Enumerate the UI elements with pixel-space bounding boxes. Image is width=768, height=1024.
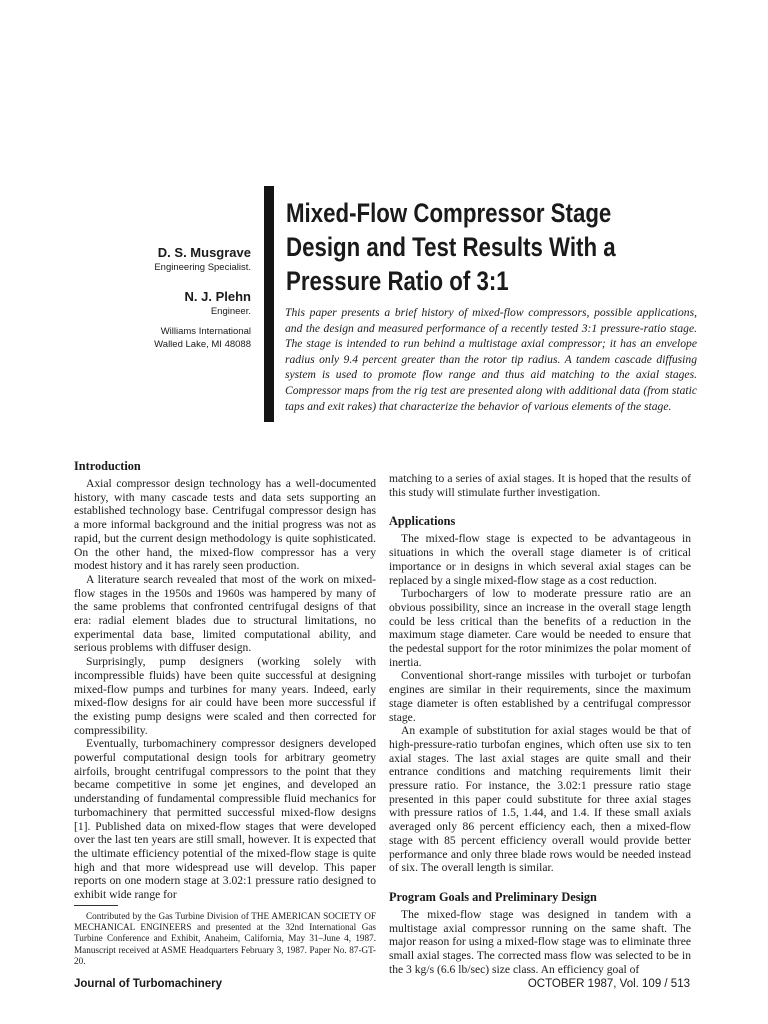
paragraph: An example of substitution for axial sta… bbox=[389, 724, 691, 875]
author-block: D. S. Musgrave Engineering Specialist. N… bbox=[60, 245, 251, 351]
footnote-rule bbox=[74, 905, 118, 906]
title-line-3: Pressure Ratio of 3:1 bbox=[286, 266, 509, 296]
paragraph: The mixed-flow stage was designed in tan… bbox=[389, 907, 691, 976]
title-rule-bar bbox=[264, 186, 274, 422]
paragraph: Eventually, turbomachinery compressor de… bbox=[74, 737, 376, 902]
paper-title: Mixed-Flow Compressor Stage Design and T… bbox=[286, 196, 656, 298]
abstract: This paper presents a brief history of m… bbox=[285, 306, 697, 413]
footnote-text: Contributed by the Gas Turbine Division … bbox=[74, 911, 376, 966]
paragraph: A literature search revealed that most o… bbox=[74, 572, 376, 655]
author-role-2: Engineer. bbox=[210, 306, 251, 317]
author-name-2: N. J. Plehn bbox=[184, 289, 251, 304]
paragraph: Turbochargers of low to moderate pressur… bbox=[389, 587, 691, 669]
column-left: Introduction Axial compressor design tec… bbox=[74, 458, 376, 902]
affiliation-line-2: Walled Lake, MI 48088 bbox=[154, 338, 251, 350]
journal-name: Journal of Turbomachinery bbox=[74, 978, 223, 990]
paragraph: Axial compressor design technology has a… bbox=[74, 477, 376, 573]
author-role-1: Engineering Specialist. bbox=[154, 262, 251, 273]
section-heading-introduction: Introduction bbox=[74, 459, 141, 473]
affiliation-line-1: Williams International bbox=[160, 326, 251, 337]
section-heading-program-goals: Program Goals and Preliminary Design bbox=[389, 889, 597, 904]
column-right: matching to a series of axial stages. It… bbox=[389, 472, 691, 977]
section-heading-applications: Applications bbox=[389, 514, 456, 529]
paragraph: matching to a series of axial stages. It… bbox=[389, 472, 691, 499]
footnote: Contributed by the Gas Turbine Division … bbox=[74, 911, 376, 967]
title-line-1: Mixed-Flow Compressor Stage bbox=[286, 198, 612, 228]
paragraph: The mixed-flow stage is expected to be a… bbox=[389, 532, 691, 587]
paragraph: Surprisingly, pump designers (working so… bbox=[74, 655, 376, 737]
author-name-1: D. S. Musgrave bbox=[157, 245, 251, 260]
issue-page-number: OCTOBER 1987, Vol. 109 / 513 bbox=[527, 978, 690, 990]
paragraph: Conventional short-range missiles with t… bbox=[389, 669, 691, 724]
title-line-2: Design and Test Results With a bbox=[286, 232, 616, 262]
